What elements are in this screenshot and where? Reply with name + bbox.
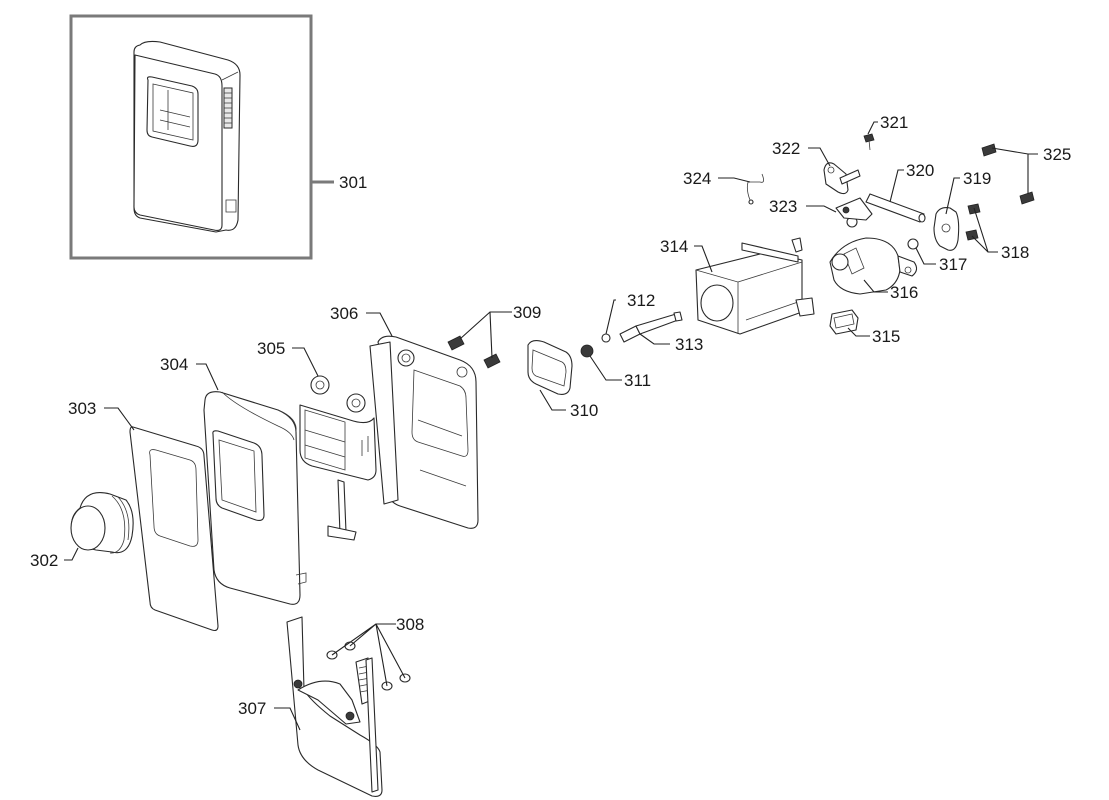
- callout-labels: 301 302 303 304 305 306 307 308 309 310 …: [30, 113, 1071, 718]
- callout-312: 312: [627, 291, 655, 310]
- callout-325: 325: [1043, 145, 1071, 164]
- leader-311: [589, 355, 622, 381]
- inset-assembled-unit: [69, 14, 334, 260]
- leader-319: [945, 177, 960, 215]
- part-310-drawing: [527, 339, 573, 395]
- callout-318: 318: [1001, 243, 1029, 262]
- callout-305: 305: [257, 339, 285, 358]
- part-311-drawing: [580, 344, 594, 358]
- part-307-drawing: [286, 616, 383, 797]
- leader-302: [64, 547, 79, 561]
- part-321-drawing: [863, 133, 875, 151]
- part-325-drawing: [981, 143, 1035, 205]
- callout-307: 307: [238, 699, 266, 718]
- part-303-drawing: [129, 426, 219, 632]
- callout-306: 306: [330, 304, 358, 323]
- callout-323: 323: [769, 197, 797, 216]
- leader-323: [806, 205, 837, 213]
- callout-301: 301: [339, 173, 367, 192]
- part-320-drawing: [865, 193, 926, 223]
- part-305-drawing: [299, 375, 377, 541]
- part-316-drawing: [829, 216, 918, 295]
- leader-322: [808, 147, 831, 167]
- callout-316: 316: [890, 283, 918, 302]
- callout-317: 317: [939, 255, 967, 274]
- part-314-drawing: [695, 237, 815, 335]
- leader-313: [639, 333, 670, 345]
- leader-304: [196, 363, 219, 391]
- leader-316: [863, 279, 888, 293]
- callout-310: 310: [570, 401, 598, 420]
- leader-317: [915, 247, 936, 265]
- leader-321: [867, 121, 878, 135]
- callout-324: 324: [683, 169, 711, 188]
- callout-302: 302: [30, 551, 58, 570]
- leader-315: [847, 327, 870, 337]
- part-301-drawing: [133, 40, 241, 233]
- callout-309: 309: [513, 303, 541, 322]
- leader-lines: [64, 121, 1038, 731]
- inset-frame: [69, 14, 313, 260]
- callout-313: 313: [675, 335, 703, 354]
- callout-321: 321: [880, 113, 908, 132]
- leader-310: [539, 389, 566, 411]
- leader-312: [605, 299, 616, 335]
- leader-318: [971, 207, 998, 253]
- part-304-drawing: [203, 391, 307, 605]
- leader-308: [331, 623, 406, 687]
- part-324-drawing: [746, 173, 764, 205]
- callout-322: 322: [772, 139, 800, 158]
- leader-324: [718, 177, 751, 183]
- leader-305: [292, 347, 319, 377]
- callout-320: 320: [906, 161, 934, 180]
- callout-311: 311: [624, 371, 651, 390]
- callout-303: 303: [68, 399, 96, 418]
- leader-314: [694, 245, 713, 273]
- callout-308: 308: [396, 615, 424, 634]
- callout-314: 314: [660, 237, 688, 256]
- part-319-drawing: [933, 207, 960, 251]
- leader-307: [274, 707, 301, 731]
- leader-309: [459, 311, 512, 359]
- part-322-drawing: [823, 162, 861, 195]
- part-302-drawing: [70, 492, 134, 554]
- callout-304: 304: [160, 355, 188, 374]
- leader-303: [104, 407, 135, 431]
- callout-315: 315: [872, 327, 900, 346]
- leader-306: [366, 312, 393, 337]
- part-323-drawing: [835, 197, 873, 221]
- part-313-drawing: [619, 311, 683, 343]
- part-312-drawing: [601, 333, 611, 343]
- leader-325: [991, 147, 1038, 194]
- part-317-drawing: [907, 238, 919, 250]
- callout-319: 319: [963, 169, 991, 188]
- part-315-drawing: [829, 309, 859, 335]
- part-306-drawing: [369, 335, 479, 529]
- leader-320: [889, 169, 904, 203]
